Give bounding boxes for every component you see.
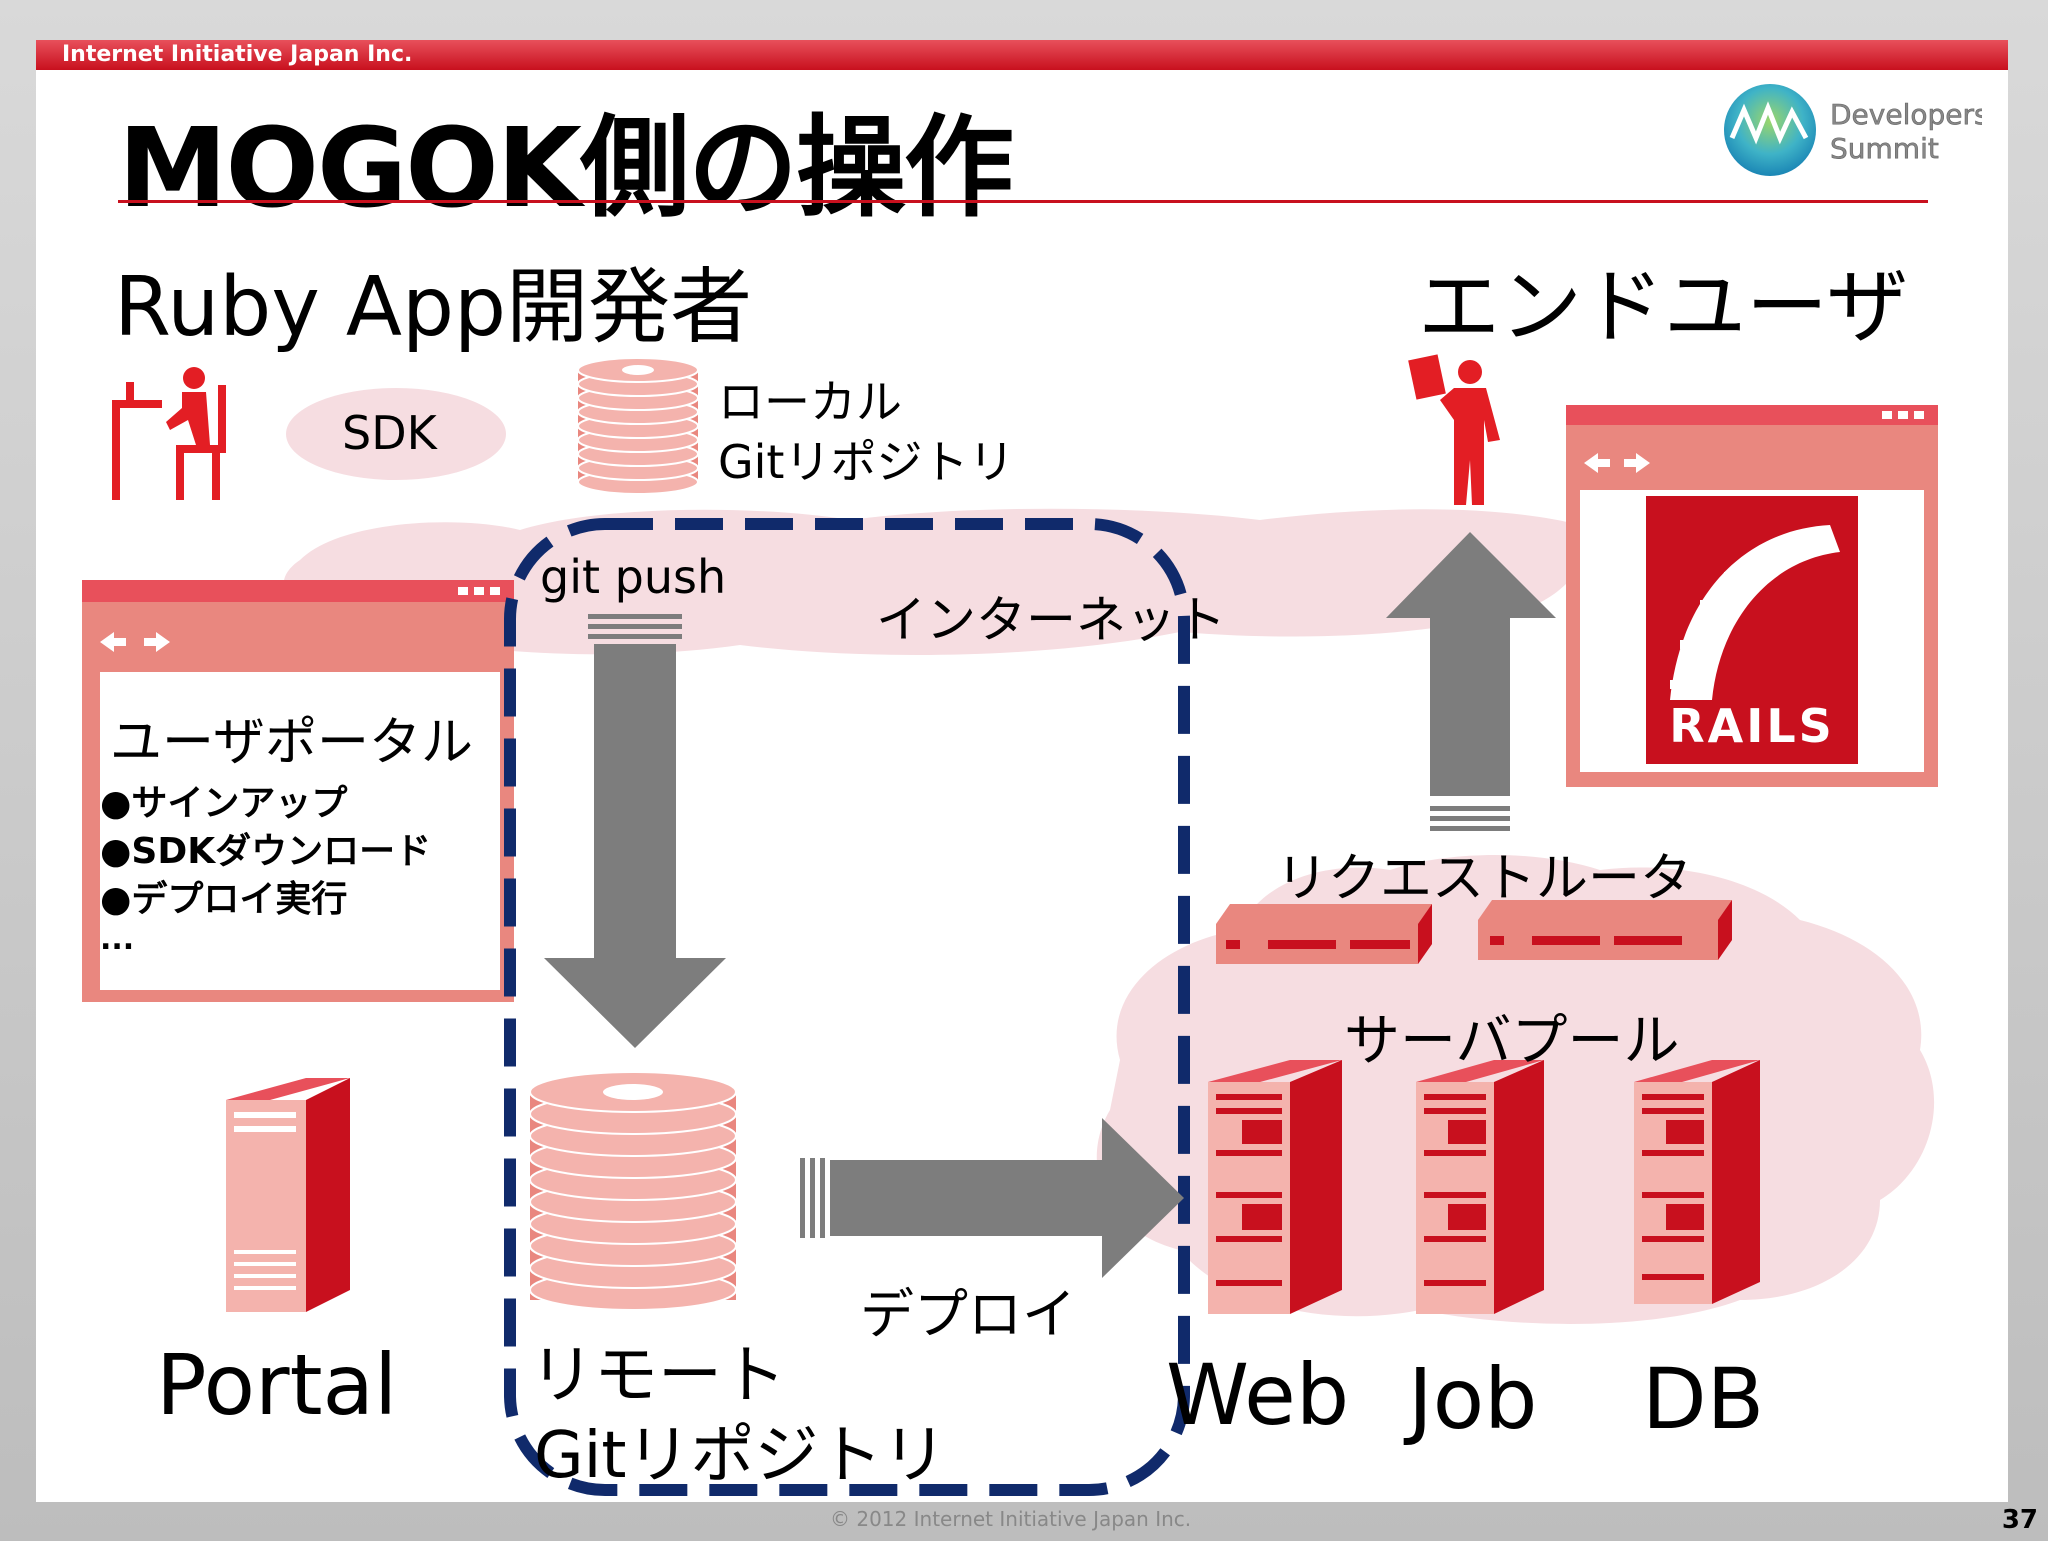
db-server-label: DB xyxy=(1642,1350,1765,1448)
rails-logo-text: RAILS xyxy=(1669,699,1835,753)
portal-server-icon xyxy=(226,1078,350,1312)
top-bar: Internet Initiative Japan Inc. xyxy=(36,40,2008,70)
mogok-scope-box xyxy=(504,518,1190,1496)
rails-browser-window xyxy=(1566,405,1938,787)
portal-server-label: Portal xyxy=(156,1336,398,1434)
internet-label: インターネット xyxy=(876,591,1226,649)
arrow-to-end-user xyxy=(1386,532,1556,831)
sdk-badge xyxy=(286,388,506,480)
portal-item-more: ... xyxy=(100,922,135,957)
git-push-label: git push xyxy=(540,550,727,604)
portal-item-signup: ●サインアップ xyxy=(100,783,348,824)
developer-at-desk-icon xyxy=(112,367,226,500)
remote-repository-icon xyxy=(529,1071,737,1311)
web-server-icon xyxy=(1208,1060,1342,1314)
request-router-1 xyxy=(1216,904,1432,964)
request-router-label: リクエストルータ xyxy=(1276,849,1693,909)
local-repo-label-line1: ローカル xyxy=(718,375,902,429)
local-repo-label-line2: Gitリポジトリ xyxy=(718,435,1015,489)
developers-summit-logo: Developers Summit xyxy=(1724,84,1982,176)
user-portal-window xyxy=(82,580,514,1002)
local-repository-icon xyxy=(577,357,699,495)
developer-label: Ruby App開発者 xyxy=(114,260,753,355)
company-name: Internet Initiative Japan Inc. xyxy=(62,42,413,67)
title-rule xyxy=(118,200,1928,203)
job-server-label: Job xyxy=(1408,1350,1538,1448)
request-router-2 xyxy=(1478,900,1732,960)
portal-item-sdk-download: ●SDKダウンロード xyxy=(100,831,432,872)
remote-repo-label-line2: Gitリポジトリ xyxy=(534,1419,947,1493)
copyright: © 2012 Internet Initiative Japan Inc. xyxy=(830,1507,1192,1531)
sdk-label: SDK xyxy=(342,406,437,460)
git-push-arrow xyxy=(544,614,726,1048)
db-server-icon xyxy=(1634,1060,1760,1304)
server-pool-label: サーバプール xyxy=(1344,1009,1680,1074)
job-server-icon xyxy=(1416,1060,1544,1314)
logo-text-2: Summit xyxy=(1830,132,1939,165)
portal-item-deploy: ●デプロイ実行 xyxy=(100,879,348,920)
web-server-label: Web xyxy=(1166,1346,1350,1444)
remote-repo-label-line1: リモート xyxy=(530,1339,786,1413)
end-user-label: エンドユーザ xyxy=(1418,260,1909,355)
page-title: MOGOK側の操作 xyxy=(118,104,1014,232)
logo-text-1: Developers xyxy=(1830,98,1982,131)
end-user-icon xyxy=(1408,354,1500,505)
deploy-label: デプロイ xyxy=(860,1283,1076,1346)
deploy-arrow xyxy=(800,1118,1184,1278)
page-number: 37 xyxy=(2001,1505,2038,1535)
portal-window-title: ユーザポータル xyxy=(110,713,473,773)
logo-circle-icon xyxy=(1724,84,1816,176)
